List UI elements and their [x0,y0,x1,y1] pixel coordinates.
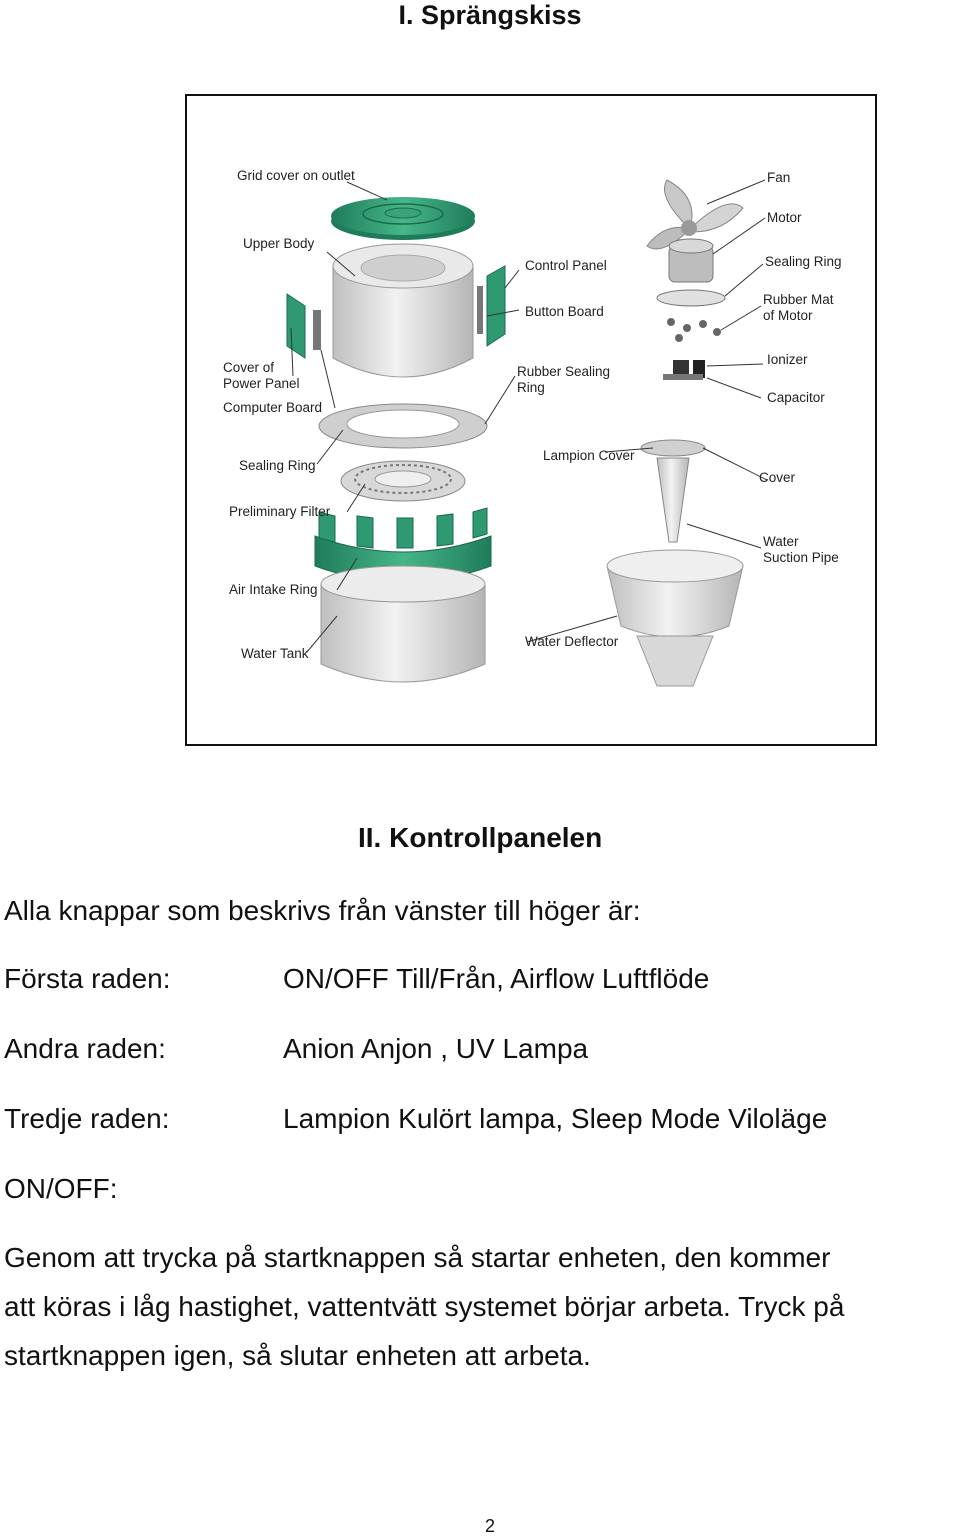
grid-cover-part [331,197,475,240]
label-rubber-sealing-ring-2: Ring [517,380,545,395]
label-rubber-mat-1: Rubber Mat [763,292,834,307]
label-water-suction-2: Suction Pipe [763,550,839,565]
ionizer-capacitor-part [663,360,705,380]
exploded-diagram-frame: Grid cover on outlet Upper Body Cover of… [185,94,877,746]
intro-text: Alla knappar som beskrivs från vänster t… [4,895,641,926]
label-rubber-mat-2: of Motor [763,308,813,323]
label-cover-power-panel-1: Cover of [223,360,274,375]
label-rubber-sealing-ring-1: Rubber Sealing [517,364,610,379]
label-cover-power-panel-2: Power Panel [223,376,300,391]
motor-sealing-ring-part [656,289,726,307]
row-label-second: Andra raden: [4,1033,166,1064]
page-number: 2 [484,1516,495,1536]
cover-part [640,439,706,457]
preliminary-filter-part [340,460,466,502]
label-ionizer: Ionizer [767,352,808,367]
label-sealing-ring: Sealing Ring [239,458,316,473]
label-water-tank: Water Tank [241,646,309,661]
motor-part [668,238,714,283]
label-sealing-ring-motor: Sealing Ring [765,254,842,269]
row-label-third: Tredje raden: [4,1103,170,1134]
section-heading-exploded-view: I. Sprängskiss [398,0,582,30]
label-control-panel: Control Panel [525,258,607,273]
row-value-third: Lampion Kulört lampa, Sleep Mode Viloläg… [283,1103,828,1134]
leader-lines [290,179,768,653]
row-label-first: Första raden: [4,963,171,994]
label-lampion-cover: Lampion Cover [543,448,635,463]
water-tank-part [320,565,486,683]
label-water-deflector: Water Deflector [525,634,619,649]
onoff-heading: ON/OFF: [4,1173,118,1204]
label-fan: Fan [767,170,790,185]
label-preliminary-filter: Preliminary Filter [229,504,331,519]
control-panel-part [477,265,506,347]
label-upper-body: Upper Body [243,236,315,251]
label-computer-board: Computer Board [223,400,322,415]
row-value-second: Anion Anjon , UV Lampa [283,1033,589,1064]
upper-body-part [332,243,474,378]
rubber-mat-part [667,318,721,342]
label-air-intake-ring: Air Intake Ring [229,582,318,597]
section-heading-control-panel: II. Kontrollpanelen [358,822,603,853]
water-suction-pipe-part [656,457,690,543]
water-deflector-part [606,549,744,687]
label-cover: Cover [759,470,796,485]
onoff-line-1: Genom att trycka på startknappen så star… [4,1242,831,1273]
exploded-diagram: Grid cover on outlet Upper Body Cover of… [223,168,842,687]
label-button-board: Button Board [525,304,604,319]
onoff-line-3: startknappen igen, så slutar enheten att… [4,1340,591,1371]
label-grid-cover: Grid cover on outlet [237,168,355,183]
onoff-line-2: att köras i låg hastighet, vattentvätt s… [4,1291,845,1322]
label-capacitor: Capacitor [767,390,825,405]
label-motor: Motor [767,210,802,225]
row-value-first: ON/OFF Till/Från, Airflow Luftflöde [283,963,710,994]
fan-part [646,179,744,250]
sealing-ring-part [318,403,488,449]
label-water-suction-1: Water [763,534,799,549]
